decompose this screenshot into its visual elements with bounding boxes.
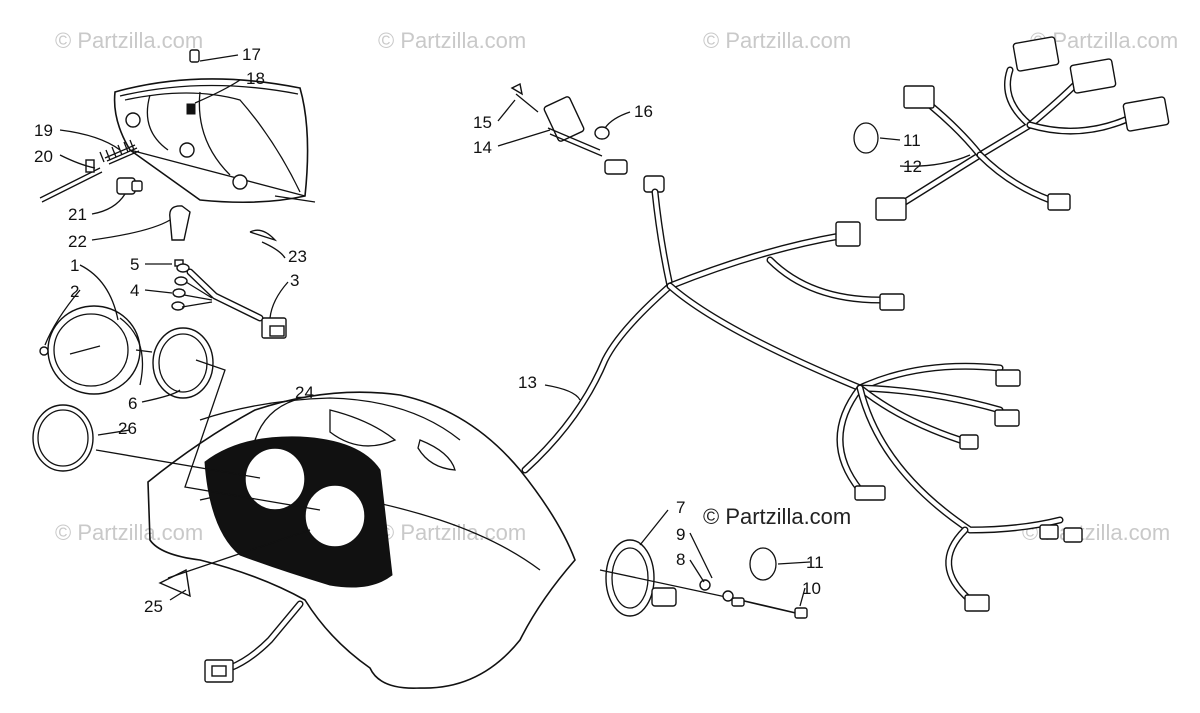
callout-4: 4 [130, 281, 139, 300]
callout-3: 3 [290, 271, 299, 290]
lower-center-parts [599, 539, 808, 619]
sub-harness [853, 36, 1170, 221]
gauge-components [32, 259, 287, 472]
headlight-assembly [39, 49, 316, 242]
callout-11-bottom: 11 [806, 553, 824, 572]
callout-7: 7 [676, 498, 685, 517]
callout-9: 9 [676, 525, 685, 544]
watermark: © Partzilla.com [703, 28, 851, 53]
callout-2: 2 [70, 282, 79, 301]
main-wire-harness [521, 188, 1083, 612]
callout-8: 8 [676, 550, 685, 569]
callout-26: 26 [118, 419, 137, 438]
leader-lines [44, 54, 971, 607]
watermark: © Partzilla.com [55, 520, 203, 545]
callout-5: 5 [130, 255, 139, 274]
callout-6: 6 [128, 394, 137, 413]
callout-17: 17 [242, 45, 261, 64]
watermark-main: © Partzilla.com [703, 504, 851, 529]
callout-16: 16 [634, 102, 653, 121]
callout-23: 23 [288, 247, 307, 266]
callout-22: 22 [68, 232, 87, 251]
callout-25: 25 [144, 597, 163, 616]
relay-parts [510, 82, 665, 193]
callout-11-top: 11 [903, 131, 921, 150]
callout-10: 10 [802, 579, 821, 598]
callout-18: 18 [246, 69, 265, 88]
callout-20: 20 [34, 147, 53, 166]
callout-12: 12 [903, 157, 922, 176]
watermark-layer: © Partzilla.com © Partzilla.com © Partzi… [55, 28, 1178, 545]
callout-21: 21 [68, 205, 87, 224]
callout-1: 1 [70, 256, 79, 275]
callout-24: 24 [295, 383, 314, 402]
watermark: © Partzilla.com [55, 28, 203, 53]
watermark: © Partzilla.com [378, 28, 526, 53]
callout-19: 19 [34, 121, 53, 140]
callout-15: 15 [473, 113, 492, 132]
callout-13: 13 [518, 373, 537, 392]
callout-14: 14 [473, 138, 492, 157]
callout-labels: 17 18 19 20 21 22 23 1 2 5 4 3 6 26 24 2… [34, 45, 922, 616]
